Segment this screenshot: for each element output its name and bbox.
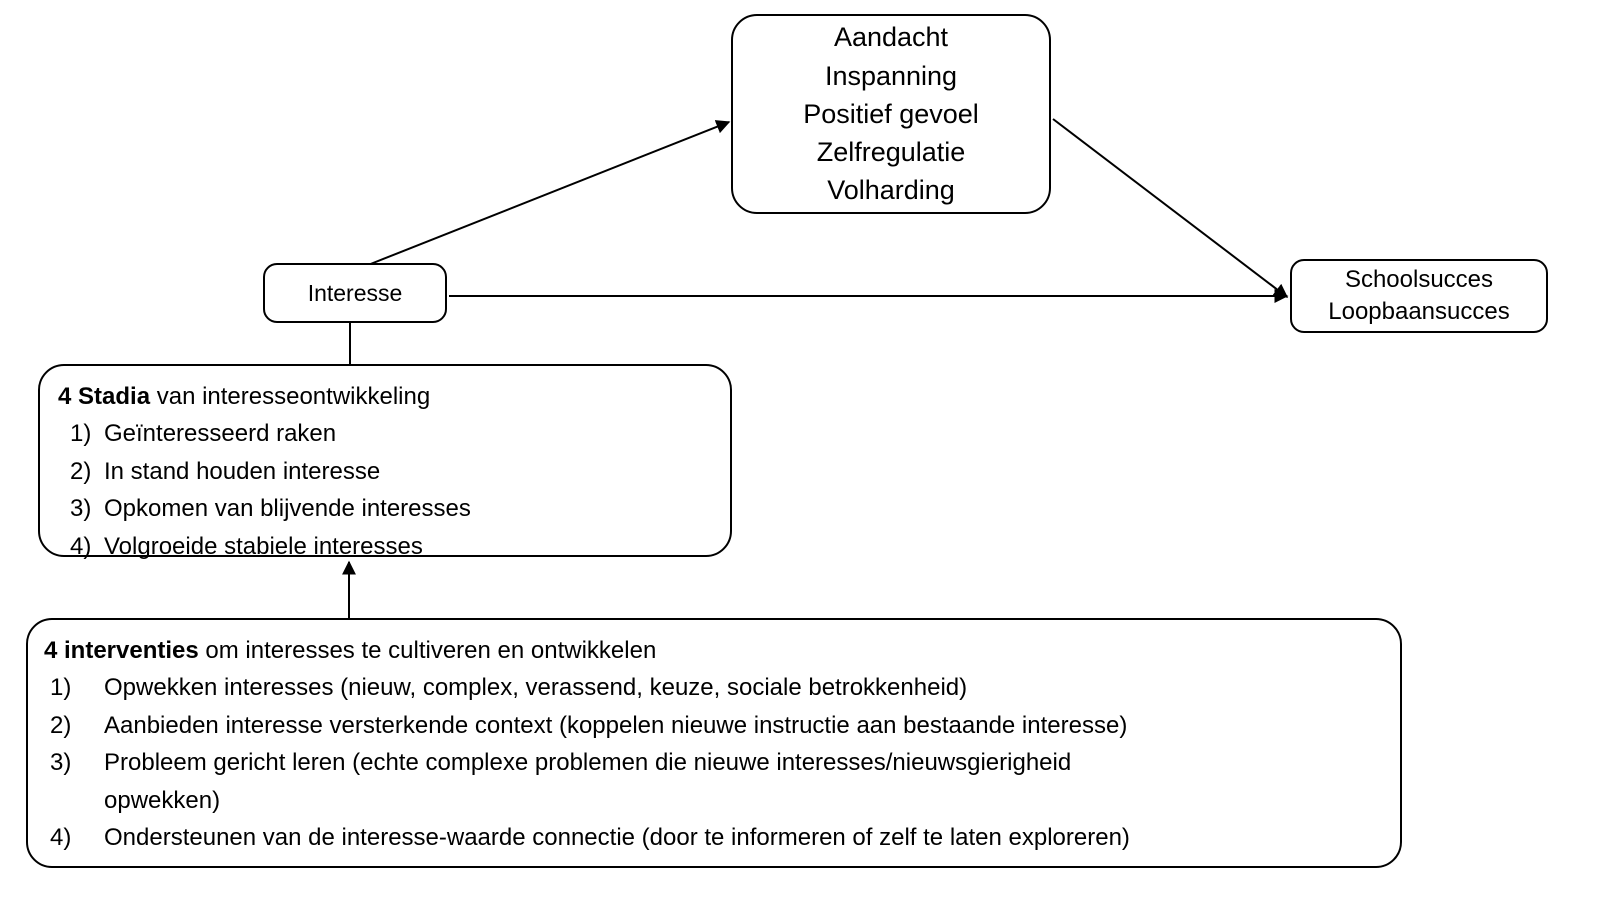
stadia-title-bold: 4 Stadia (58, 383, 151, 410)
interventies-item-3-line-1: Probleem gericht leren (echte complexe p… (104, 749, 1072, 777)
outcomes-line-2: Inspanning (824, 60, 958, 91)
interventies-item-3-text: Probleem gericht leren (echte complexe p… (104, 744, 1364, 819)
outcomes-line-1: Aandacht (833, 22, 949, 53)
interventies-item-2-line-1: Aanbieden interesse versterkende context… (104, 711, 1128, 739)
node-stadia[interactable]: 4 Stadia van interesseontwikkeling 1) Ge… (38, 364, 732, 560)
interventies-item-3-line-2: opwekken) (104, 786, 221, 814)
list-item[interactable]: 2) In stand houden interesse (58, 453, 730, 490)
interventies-item-1-line-1: Opwekken interesses (nieuw, complex, ver… (104, 674, 968, 702)
interventies-item-3-number: 3) (50, 749, 72, 777)
interventies-item-2-text: Aanbieden interesse versterkende context… (104, 707, 1364, 744)
interventies-item-2-number: 2) (50, 711, 72, 739)
interventies-title: 4 interventies om interesses te cultiver… (44, 632, 1400, 669)
interventies-item-1-number: 1) (50, 674, 72, 702)
outcomes-line-5: Volharding (827, 175, 955, 206)
stadia-item-4-number: 4) (70, 532, 92, 560)
interventies-item-4-number: 4) (50, 824, 72, 852)
node-success[interactable]: Schoolsucces Loopbaansucces (1290, 259, 1548, 333)
stadia-item-1-text: Geïnteresseerd raken (104, 420, 337, 448)
stadia-item-4-text: Volgroeide stabiele interesses (104, 532, 423, 560)
success-line-2: Loopbaansucces (1328, 298, 1510, 325)
list-item[interactable]: 3) Probleem gericht leren (echte complex… (44, 744, 1400, 819)
list-item[interactable]: 1) Geïnteresseerd raken (58, 415, 730, 452)
list-item[interactable]: 4) Ondersteunen van de interesse-waarde … (44, 819, 1400, 856)
outcomes-line-4: Zelfregulatie (816, 137, 966, 168)
list-item[interactable]: 4) Volgroeide stabiele interesses (58, 528, 730, 565)
interventies-title-rest: om interesses te cultiveren en ontwikkel… (198, 637, 657, 664)
stadia-title-rest: van interesseontwikkeling (150, 383, 431, 410)
list-item[interactable]: 3) Opkomen van blijvende interesses (58, 490, 730, 527)
stadia-item-2-text: In stand houden interesse (104, 457, 381, 485)
stadia-list: 1) Geïnteresseerd raken 2) In stand houd… (58, 415, 730, 565)
stadia-item-3-text: Opkomen van blijvende interesses (104, 495, 471, 523)
interventies-title-bold: 4 interventies (44, 637, 199, 664)
list-item[interactable]: 1) Opwekken interesses (nieuw, complex, … (44, 669, 1400, 706)
outcomes-line-3: Positief gevoel (803, 98, 979, 129)
interventies-list: 1) Opwekken interesses (nieuw, complex, … (44, 669, 1400, 856)
edge-interesse-to-outcomes (367, 120, 731, 266)
node-interesse[interactable]: Interesse (263, 263, 447, 323)
node-interventies[interactable]: 4 interventies om interesses te cultiver… (26, 618, 1402, 868)
interventies-item-1-text: Opwekken interesses (nieuw, complex, ver… (104, 669, 1364, 706)
list-item[interactable]: 2) Aanbieden interesse versterkende cont… (44, 707, 1400, 744)
node-outcomes[interactable]: Aandacht Inspanning Positief gevoel Zelf… (731, 14, 1051, 214)
stadia-item-1-number: 1) (70, 420, 92, 448)
interventies-item-4-line-1: Ondersteunen van de interesse-waarde con… (104, 824, 1130, 852)
stadia-title: 4 Stadia van interesseontwikkeling (58, 378, 730, 415)
success-line-1: Schoolsucces (1344, 266, 1494, 294)
edge-outcomes-to-success (1052, 118, 1289, 298)
stadia-item-3-number: 3) (70, 495, 92, 523)
interventies-item-4-text: Ondersteunen van de interesse-waarde con… (104, 819, 1364, 856)
stadia-item-2-number: 2) (70, 457, 92, 485)
interesse-label: Interesse (307, 279, 403, 306)
